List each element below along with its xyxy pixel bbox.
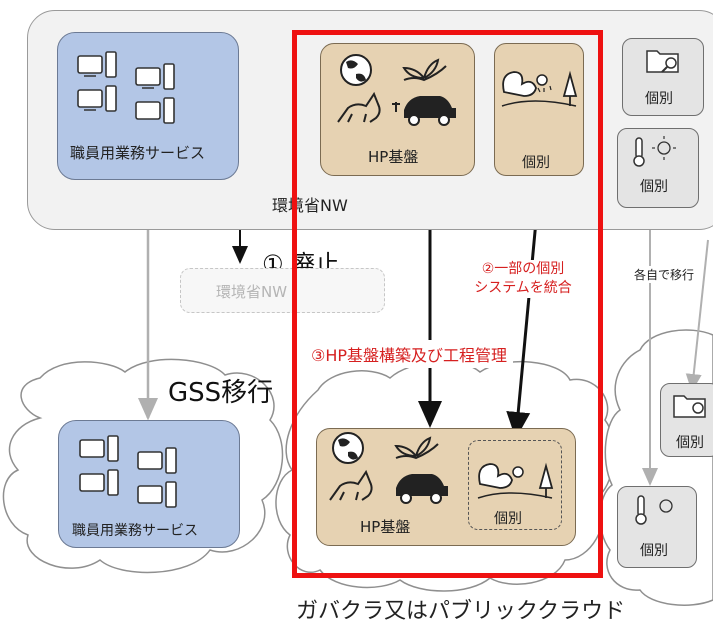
thermometer-sun-icon — [628, 134, 680, 174]
squirrel-icon — [498, 62, 580, 116]
hp-platform-label-cloud: HP基盤 — [360, 518, 411, 536]
individual-sensor-label-cloud: 個別 — [640, 543, 668, 559]
hp-build-label: ③HP基盤構築及び工程管理 — [305, 340, 514, 368]
individual-sensor-box-top — [617, 128, 699, 208]
folder-search-icon — [645, 45, 683, 79]
individual-merged-label: 個別 — [494, 511, 522, 527]
thermometer-sun-icon-cloud — [630, 492, 682, 532]
squirrel-icon-cloud — [474, 454, 556, 508]
individual-system-label: 個別 — [522, 155, 550, 171]
individual-sensor-label-top: 個別 — [640, 179, 668, 195]
nature-icons-cloud — [326, 430, 454, 512]
faded-network-box — [180, 268, 385, 313]
folder-search-icon-cloud — [672, 390, 710, 424]
hp-platform-label: HP基盤 — [368, 148, 419, 166]
nature-icons — [334, 52, 462, 134]
individual-merged-box — [468, 440, 562, 530]
cloud-caption: ガバクラ又はパブリッククラウド — [296, 599, 626, 624]
self-move-label: 各自で移行 — [634, 266, 695, 283]
individual-sensor-box-cloud — [617, 486, 697, 568]
red-highlight-frame — [292, 30, 603, 578]
individual-folder-label-top: 個別 — [645, 91, 673, 107]
computers-icon-gss — [72, 428, 232, 512]
staff-service-label: 職員用業務サービス — [70, 144, 206, 162]
individual-system-box — [494, 43, 584, 176]
integrate-label: ②一部の個別 システムを統合 — [458, 260, 588, 298]
faded-network-label: 環境省NW — [216, 283, 288, 301]
env-ministry-network-label: 環境省NW — [272, 196, 348, 215]
gss-migration-label: GSS移行 — [168, 378, 274, 408]
individual-folder-label-cloud: 個別 — [676, 435, 704, 451]
individual-folder-box-top — [622, 38, 704, 116]
staff-service-label-gss: 職員用業務サービス — [72, 523, 198, 539]
computers-icon — [70, 44, 230, 128]
individual-folder-box-cloud — [660, 383, 713, 457]
integrate-label-text: ②一部の個別 システムを統合 — [474, 261, 572, 296]
